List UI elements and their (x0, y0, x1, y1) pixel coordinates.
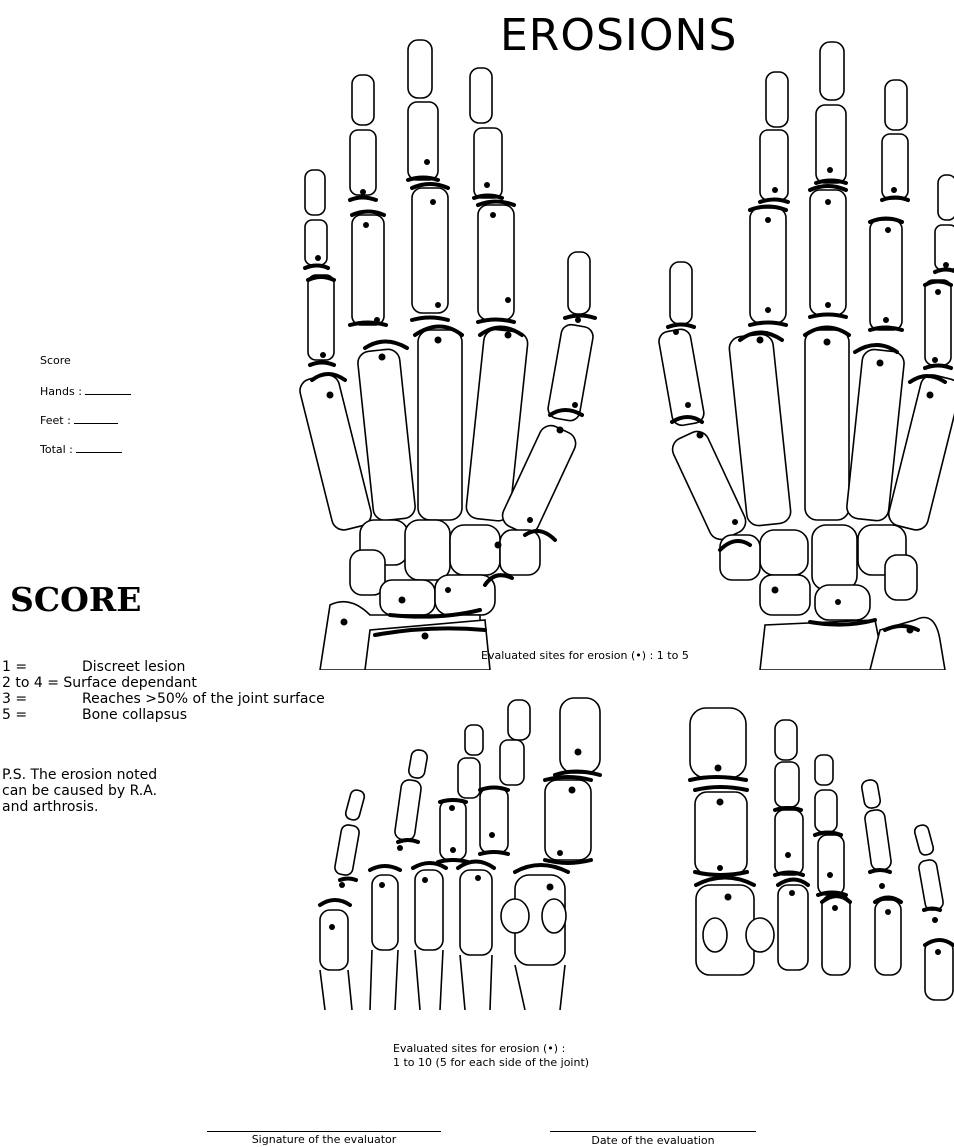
hands-score-row: Hands : (40, 385, 131, 398)
hands-score-label: Hands : (40, 385, 82, 398)
score-key: 3 = (2, 691, 82, 707)
score-heading: Score (40, 354, 71, 367)
score-legend-item: 2 to 4 = Surface dependant (2, 675, 402, 691)
note-line: P.S. The erosion noted (2, 767, 157, 783)
score-text: Reaches >50% of the joint surface (82, 691, 325, 707)
score-text: Discreet lesion (82, 659, 185, 675)
date-label: Date of the evaluation (550, 1134, 756, 1147)
feet-score-field[interactable] (74, 414, 118, 424)
score-key: 1 = (2, 659, 82, 675)
total-score-row: Total : (40, 443, 122, 456)
signature-label: Signature of the evaluator (207, 1133, 441, 1146)
feet-score-label: Feet : (40, 414, 71, 427)
left-foot-diagram (320, 698, 600, 1010)
signature-line[interactable] (207, 1131, 441, 1132)
right-hand-diagram (657, 42, 954, 670)
left-hand-diagram (297, 40, 595, 670)
hands-caption: Evaluated sites for erosion (•) : 1 to 5 (481, 649, 689, 662)
date-line[interactable] (550, 1131, 756, 1132)
score-key: 2 to 4 = (2, 675, 59, 691)
feet-caption-line: Evaluated sites for erosion (•) : (393, 1042, 589, 1056)
feet-caption: Evaluated sites for erosion (•) : 1 to 1… (393, 1042, 589, 1070)
score-legend-title: SCORE (10, 580, 141, 619)
note-line: and arthrosis. (2, 799, 157, 815)
total-score-field[interactable] (76, 443, 122, 453)
feet-skeleton-illustration (310, 690, 954, 1010)
feet-caption-line: 1 to 10 (5 for each side of the joint) (393, 1056, 589, 1070)
right-foot-diagram (690, 708, 953, 1000)
score-note: P.S. The erosion noted can be caused by … (2, 767, 157, 815)
total-score-label: Total : (40, 443, 73, 456)
score-key: 5 = (2, 707, 82, 723)
hands-skeleton-illustration (290, 30, 954, 670)
score-text: Surface dependant (63, 675, 197, 691)
note-line: can be caused by R.A. (2, 783, 157, 799)
hands-score-field[interactable] (85, 385, 131, 395)
feet-score-row: Feet : (40, 414, 118, 427)
score-text: Bone collapsus (82, 707, 187, 723)
